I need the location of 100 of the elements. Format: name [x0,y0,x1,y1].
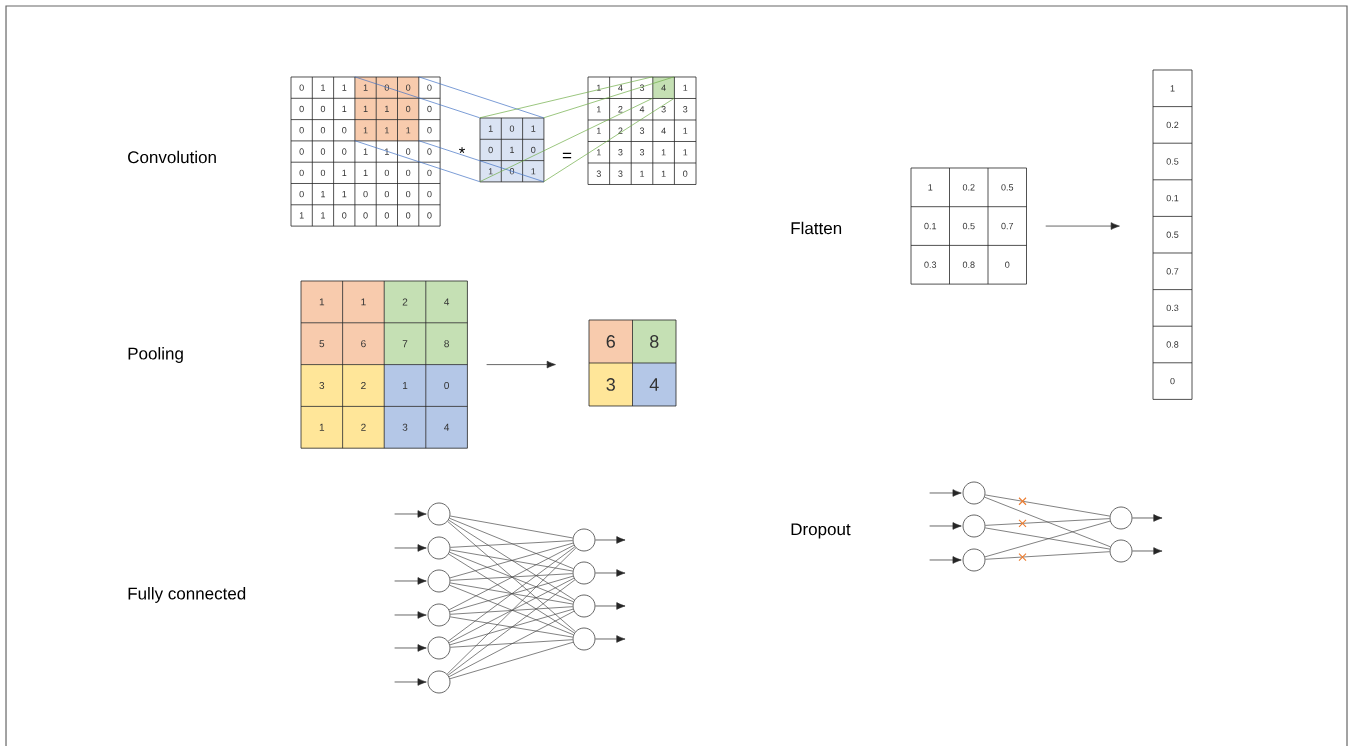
node-label: 1 [385,105,389,113]
neuron-circle [1109,506,1133,530]
arrow [394,678,427,686]
node-label: 1 [385,127,389,134]
section-title: Flatten [791,221,842,235]
connection-line [448,577,575,644]
matrix-grid: 1 0 1 0 1 0 1 0 1 [479,117,545,183]
connection-line [448,610,575,678]
node-label: 1 [342,105,347,113]
node-label: 3 [402,423,408,431]
node-label: 1 [488,168,493,175]
neuron-circle [427,569,451,593]
neuron-circle [962,481,986,505]
node-label: 1 [363,148,368,155]
node-label: 3 [639,127,645,134]
node-label: 1 [321,191,326,198]
node-label: 0 [427,169,432,177]
neuron-circle [427,636,451,660]
node-label: 5 [319,340,325,348]
arrow [595,569,626,577]
arrow [929,522,962,530]
node-label: 1 [385,148,389,155]
node-label: 0 [320,127,326,134]
node-label: 0 [406,84,411,91]
neuron-circle [427,603,451,627]
arrow [486,360,556,369]
node-label: 3 [596,170,601,177]
node-label: 1 [488,125,493,132]
connection-line [449,549,574,572]
connection-line [447,546,576,642]
connection-line [449,575,574,613]
node-label: 1 [661,170,666,177]
neuron-circle [572,528,596,552]
node-label: 0 [320,148,326,155]
node-label: 0 [299,190,304,198]
connection-line [984,496,1111,548]
node-label: 1 [319,298,325,306]
node-label: 3 [618,149,623,156]
node-label: 0 [320,169,326,177]
arrow [595,635,626,643]
connection-line [450,573,573,581]
connection-line [418,76,545,119]
arrow [595,602,626,610]
node-label: 4 [639,106,645,113]
connection-line [984,494,1111,517]
matrix-grid: 0 1 1 1 0 0 0 0 0 1 1 1 0 0 0 0 0 1 1 1 0 0 0 0 1 1 0 0 0 0 1 1 0 0 0 0 1 1 0 0 0 0 1 1 0 0 0 0 0 [290,76,441,227]
node-label: 1 [321,84,326,91]
arrow [394,577,427,585]
node-label: 0 [406,105,411,113]
node-label: 0 [320,105,326,113]
node-label: 1 [361,298,366,306]
node-label: 0 [299,148,304,155]
connection-line [449,616,574,638]
node-label: 1 [683,84,688,91]
node-label: 0 [299,84,304,91]
arrow [1132,514,1163,522]
node-label: 0 [384,84,390,91]
node-label: 3 [606,378,615,391]
connection-line [448,553,575,634]
node-label: 0 [427,212,432,219]
matrix-grid: 1 1 2 4 5 6 7 8 3 2 1 0 1 2 3 4 [300,280,468,449]
arrow [1045,222,1120,230]
node-label: 1 [363,84,368,91]
connection-line [354,76,481,119]
neuron-circle [572,561,596,585]
arrow [1132,547,1163,555]
connection-line [449,515,574,539]
connection-line [354,140,481,183]
node-label: 1 [321,212,326,219]
section-title: Pooling [128,347,183,363]
node-label: 4 [444,298,450,306]
node-label: 0 [427,148,432,155]
node-label: 0 [384,190,390,198]
section-title: Dropout [791,523,851,539]
connection-line [449,517,574,570]
node-label: 8 [444,340,449,348]
node-label: 1 [531,125,536,132]
connection-line [448,519,575,601]
node-label: 0 [384,169,390,177]
node-label: 0 [406,148,411,155]
matrix-grid: 6 8 3 4 [588,319,677,407]
neuron-circle [572,627,596,651]
section-title: Convolution [128,150,216,164]
convolution-operator: * [458,147,466,154]
node-label: 1 [597,127,601,134]
node-label: 0 [342,148,347,155]
node-label: 1 [597,84,601,91]
node-label: 0 [683,170,688,177]
connection-line [447,579,576,676]
node-label: 0 [509,125,515,132]
node-label: 1 [597,149,601,156]
node-label: 0 [427,127,432,134]
connection-line [450,606,573,615]
node-label: 0 [427,190,432,198]
node-label: 1 [319,423,325,431]
node-label: 0 [444,381,450,390]
matrix-grid: 1 0.2 0.5 0.1 0.5 0.7 0.3 0.8 0 [1152,69,1193,400]
node-label: 2 [618,106,623,113]
node-label: 1 [661,149,666,156]
matrix-grid: 1 0.2 0.5 0.1 0.5 0.7 0.3 0.8 0 [910,167,1027,285]
